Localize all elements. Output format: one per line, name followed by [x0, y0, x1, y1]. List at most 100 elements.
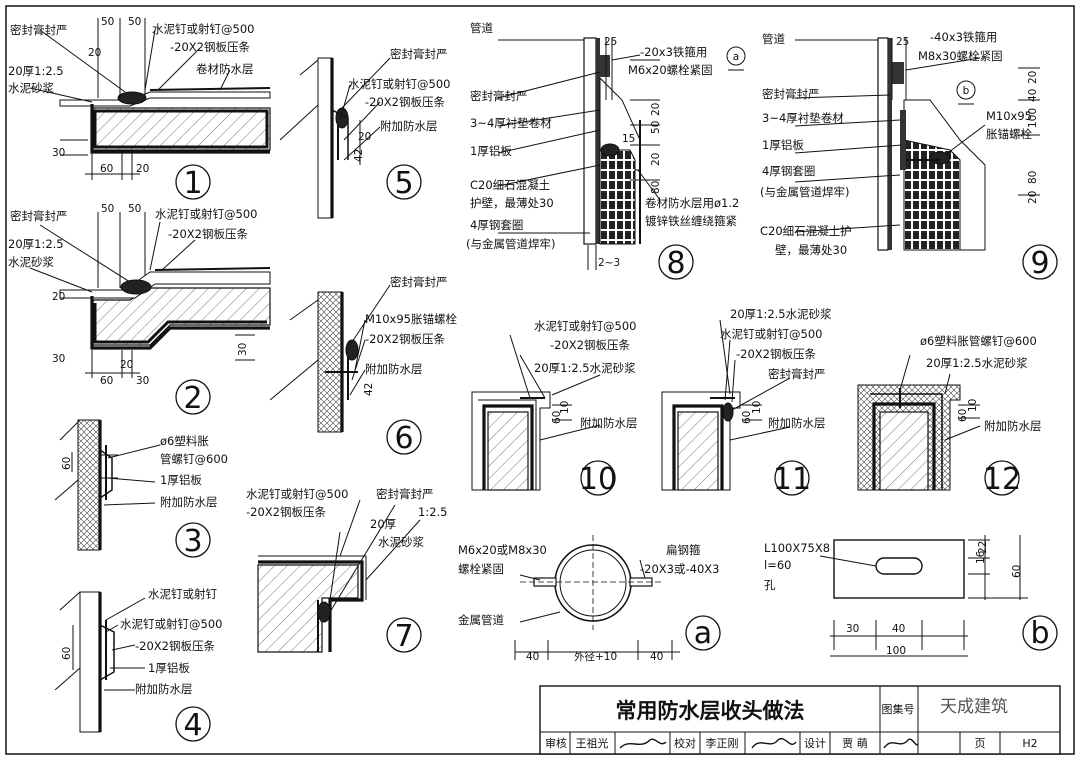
d10-dim-60: 60 [551, 411, 563, 424]
d5-label-extra: 附加防水层 [380, 119, 438, 133]
d9-label-ring1: 4厚钢套圈 [762, 164, 815, 178]
design-signature [883, 738, 919, 749]
detail-a: M6x20或M8x30 螺栓紧固 扁钢箍 -20X3或-40X3 金属管道 40… [458, 535, 721, 663]
d1-number: 1 [183, 166, 202, 201]
d8-ref-a: a [733, 51, 739, 63]
d5-number: 5 [394, 166, 413, 201]
da-label-pipe: 金属管道 [458, 613, 504, 627]
d11-number: 11 [773, 462, 811, 497]
d2-dim-30b: 30 [136, 375, 149, 387]
db-dim-30: 30 [846, 623, 859, 635]
d2-dim-20c: 20 [120, 359, 133, 371]
d6-number: 6 [394, 421, 413, 456]
d11-label-strip: -20X2钢板压条 [736, 347, 816, 361]
design-name: 贾 萌 [842, 736, 868, 750]
title-block: 常用防水层收头做法 图集号 天成建筑 审核 王祖光 校对 李正刚 设计 贾 萌 … [539, 685, 1061, 755]
d9-dim-40: 40 [1027, 89, 1039, 102]
d8-label-pipe: 管道 [470, 21, 493, 35]
d5-dim-42: 42 [353, 149, 365, 162]
d1-label-seal: 密封膏封严 [10, 23, 68, 37]
d3-label-extra: 附加防水层 [160, 495, 218, 509]
d8-dim-20: 20 [650, 103, 662, 116]
d1-label-mortar2: 水泥砂浆 [8, 81, 54, 95]
d9-label-concrete2: 壁，最薄处30 [775, 243, 847, 257]
d4-label-nail2: 水泥钉或射钉@500 [120, 617, 222, 631]
sheet-title: 常用防水层收头做法 [616, 699, 805, 723]
d10-label-mortar: 20厚1:2.5水泥砂浆 [534, 361, 636, 375]
d9-dim-100: 100 [1027, 108, 1039, 128]
d8-label-wire2: 镀锌铁丝缠绕箍紧 [645, 214, 737, 228]
d12-label-extra: 附加防水层 [984, 419, 1042, 433]
d9-label-anchor1: M10x95 [986, 109, 1032, 123]
d8-label-liner: 3~4厚衬垫卷材 [470, 116, 552, 130]
d8-label-concrete1: C20细石混凝土 [470, 178, 550, 192]
d12-label-mortar: 20厚1:2.5水泥砂浆 [926, 356, 1028, 370]
detail-9: 管道 -40x3铁箍用 M8x30螺栓紧固 密封膏封严 3~4厚衬垫卷材 1厚铝… [760, 30, 1058, 281]
d9-label-bolt: M8x30螺栓紧固 [918, 49, 1003, 63]
da-label-bolt1: M6x20或M8x30 [458, 543, 547, 557]
db-dim-60: 60 [1011, 565, 1023, 578]
d8-dim-20b: 20 [650, 153, 662, 166]
db-dim-40: 40 [892, 623, 905, 635]
d11-dim-60: 60 [741, 411, 753, 424]
d9-label-seal: 密封膏封严 [762, 87, 820, 101]
page-number: H2 [1022, 737, 1037, 750]
d8-label-hoop: -20x3铁箍用 [640, 45, 707, 59]
d1-label-nail: 水泥钉或射钉@500 [152, 22, 254, 36]
audit-signature [619, 738, 667, 749]
d9-label-liner: 3~4厚衬垫卷材 [762, 111, 844, 125]
d1-label-membrane: 卷材防水层 [196, 62, 254, 76]
d8-dim-23: 2~3 [598, 257, 620, 269]
d10-label-nail: 水泥钉或射钉@500 [534, 319, 636, 333]
d8-dim-15: 15 [622, 133, 635, 145]
detail-3: ø6塑料胀 管螺钉@600 1厚铝板 附加防水层 60 3 [54, 419, 228, 559]
d1-dim-20: 20 [88, 47, 101, 59]
d2-dim-60: 60 [100, 375, 113, 387]
detail-8: 管道 -20x3铁箍用 M6x20螺栓紧固 密封膏封严 3~4厚衬垫卷材 1厚铝… [466, 21, 746, 281]
detail-1: 密封膏封严 水泥钉或射钉@500 -20X2钢板压条 卷材防水层 20厚1:2.… [8, 16, 271, 201]
audit-name: 王祖光 [576, 736, 609, 750]
d9-dim-80: 80 [1027, 171, 1039, 184]
d6-label-bolt: M10x95胀锚螺栓 [365, 312, 457, 326]
d2-label-mortar1: 20厚1:2.5 [8, 237, 64, 251]
detail-6: 密封膏封严 M10x95胀锚螺栓 -20X2钢板压条 附加防水层 30 42 6 [235, 275, 457, 456]
da-label-hoop2: -20X3或-40X3 [640, 562, 719, 576]
d8-dim-80: 80 [650, 181, 662, 194]
db-label-hole: 孔 [764, 578, 776, 592]
d11-label-mortar: 20厚1:2.5水泥砂浆 [730, 307, 832, 321]
d9-dim-20: 20 [1027, 71, 1039, 84]
d9-dim-20b: 20 [1027, 191, 1039, 204]
d4-label-nail1: 水泥钉或射钉 [148, 587, 217, 601]
d8-label-seal: 密封膏封严 [470, 89, 528, 103]
d1-dim-20b: 20 [136, 163, 149, 175]
d7-number: 7 [394, 619, 413, 654]
d1-dim-50a: 50 [101, 16, 114, 28]
d12-label-bolt: ø6塑料胀管螺钉@600 [920, 334, 1037, 348]
d4-label-extra: 附加防水层 [135, 682, 193, 696]
d11-label-extra: 附加防水层 [768, 416, 826, 430]
da-dim-40a: 40 [526, 651, 539, 663]
d2-label-seal: 密封膏封严 [10, 209, 68, 223]
d2-dim-50a: 50 [101, 203, 114, 215]
d6-dim-30: 30 [237, 343, 249, 356]
d9-number: 9 [1030, 246, 1049, 281]
d5-label-seal: 密封膏封严 [390, 47, 448, 61]
d9-label-al: 1厚铝板 [762, 138, 804, 152]
d11-dim-10: 10 [751, 401, 763, 414]
da-label-bolt2: 螺栓紧固 [458, 562, 504, 576]
d2-dim-30: 30 [52, 353, 65, 365]
d9-ref-b: b [963, 85, 970, 97]
da-label-hoop1: 扁钢箍 [666, 543, 701, 557]
check-signature [751, 737, 797, 749]
d5-label-strip: -20X2钢板压条 [365, 95, 445, 109]
d8-label-bolt: M6x20螺栓紧固 [628, 63, 713, 77]
d9-label-ring2: (与金属管道焊牢) [760, 185, 849, 199]
d5-dim-20: 20 [358, 131, 371, 143]
d10-label-strip: -20X2钢板压条 [550, 338, 630, 352]
detail-5: 密封膏封严 水泥钉或射钉@500 -20X2钢板压条 附加防水层 20 42 5 [279, 47, 450, 219]
d4-label-al: 1厚铝板 [148, 661, 190, 675]
da-number: a [694, 616, 712, 651]
check-name: 李正刚 [706, 736, 739, 750]
d2-label-nail: 水泥钉或射钉@500 [155, 207, 257, 221]
